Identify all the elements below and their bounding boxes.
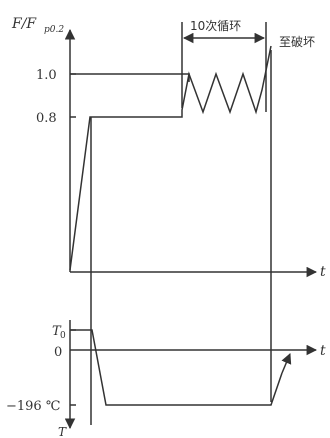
tick-label-zero: 0: [54, 345, 62, 360]
ref-level-1-0: [70, 73, 190, 82]
failure-annotation: 至破坏: [279, 34, 315, 49]
tick-label-1-0: 1.0: [36, 68, 57, 83]
tick-label-0-8: 0.8: [36, 111, 57, 126]
upper-y-axis-subscript: p0.2: [44, 25, 64, 35]
lower-x-axis-label: t: [320, 343, 326, 359]
tick-label-t0-sub: 0: [60, 331, 66, 341]
lower-y-axis-label: T: [58, 425, 67, 438]
upper-y-axis-label: F/F: [11, 16, 37, 32]
upper-x-axis-label: t: [320, 264, 326, 280]
temperature-curve: [70, 329, 283, 406]
tick-label-t0: T: [52, 324, 62, 339]
tick-label-minus-196: −196 ℃: [6, 399, 60, 414]
cycle-annotation: 10次循环: [190, 19, 241, 33]
temperature-rise-arrow: [281, 353, 292, 374]
load-curve: [69, 45, 272, 271]
